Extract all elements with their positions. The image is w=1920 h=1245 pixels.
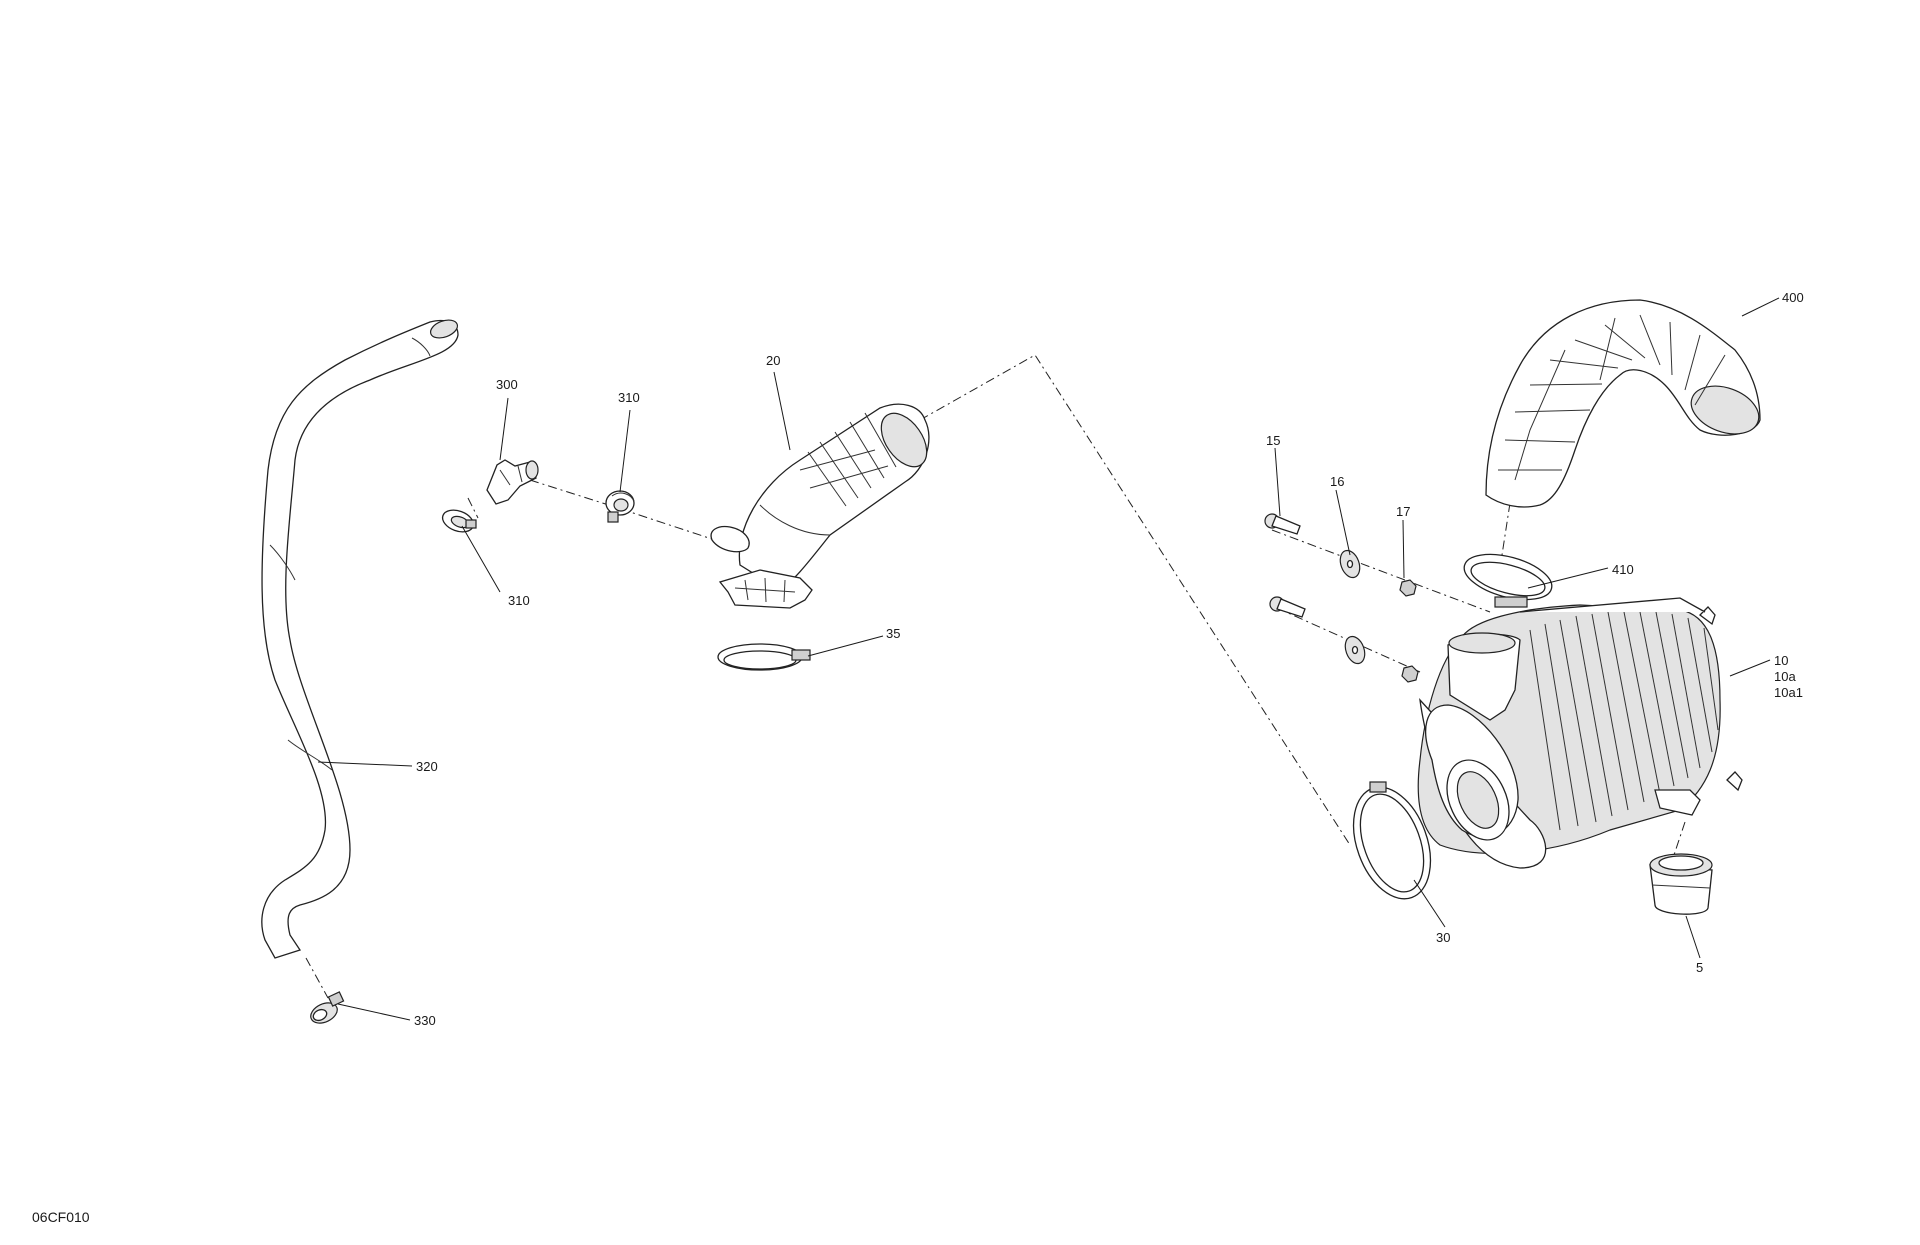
adapter-5 — [1649, 853, 1713, 915]
clamp-310-left — [441, 509, 477, 533]
callout-410: 410 — [1612, 562, 1634, 577]
callout-15: 15 — [1266, 433, 1280, 448]
hose-320 — [261, 319, 459, 959]
clamp-30 — [1352, 781, 1432, 900]
washers-16 — [1339, 549, 1366, 665]
leader-lines — [317, 297, 1780, 1021]
callout-300: 300 — [496, 377, 518, 392]
callout-16: 16 — [1330, 474, 1344, 489]
callout-labels: 300 310 20 310 320 330 35 400 15 16 17 4… — [414, 290, 1804, 1028]
corrugated-hose-400 — [1485, 299, 1761, 508]
callout-10: 10 — [1774, 653, 1788, 668]
clamp-310-top — [605, 490, 635, 523]
callout-20: 20 — [766, 353, 780, 368]
callout-35: 35 — [886, 626, 900, 641]
callout-10a1: 10a1 — [1774, 685, 1803, 700]
callout-17: 17 — [1396, 504, 1410, 519]
callout-30: 30 — [1436, 930, 1450, 945]
callout-5: 5 — [1696, 960, 1703, 975]
clamp-410 — [1463, 553, 1553, 608]
airbox-housing-10 — [1417, 597, 1743, 869]
intake-duct-20 — [710, 403, 930, 609]
callout-320: 320 — [416, 759, 438, 774]
nuts-17 — [1399, 579, 1419, 683]
callout-330: 330 — [414, 1013, 436, 1028]
callout-400: 400 — [1782, 290, 1804, 305]
bolts-15 — [1264, 513, 1306, 618]
clamp-330 — [310, 991, 345, 1024]
clamp-35 — [717, 643, 811, 671]
callout-310-left: 310 — [508, 593, 530, 608]
elbow-fitting-300 — [486, 459, 539, 505]
reference-code: 06CF010 — [32, 1209, 90, 1225]
callout-310-top: 310 — [618, 390, 640, 405]
callout-10a: 10a — [1774, 669, 1796, 684]
